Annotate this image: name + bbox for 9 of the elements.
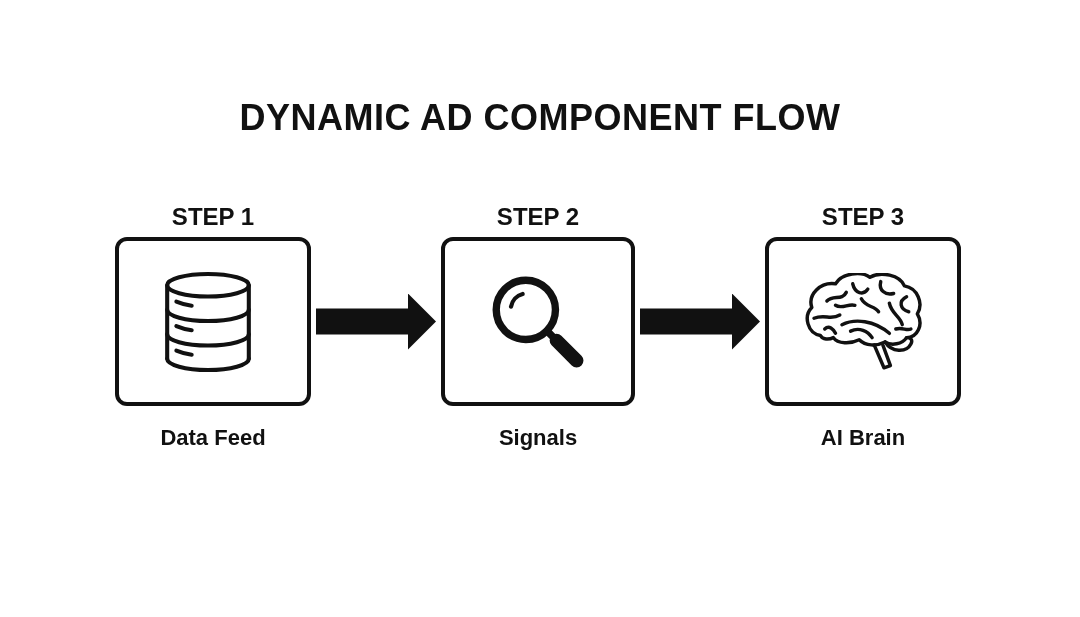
block-arrow	[640, 293, 760, 350]
step-caption: AI Brain	[820, 424, 906, 452]
step-caption: Data Feed	[160, 424, 266, 452]
step-heading: STEP 3	[821, 203, 905, 231]
diagram-title: DYNAMIC AD COMPONENT FLOW	[239, 96, 841, 140]
step-heading: STEP 2	[496, 203, 580, 231]
step-heading: STEP 1	[171, 203, 255, 231]
step-caption: Signals	[498, 424, 578, 452]
block-arrow	[316, 293, 436, 350]
